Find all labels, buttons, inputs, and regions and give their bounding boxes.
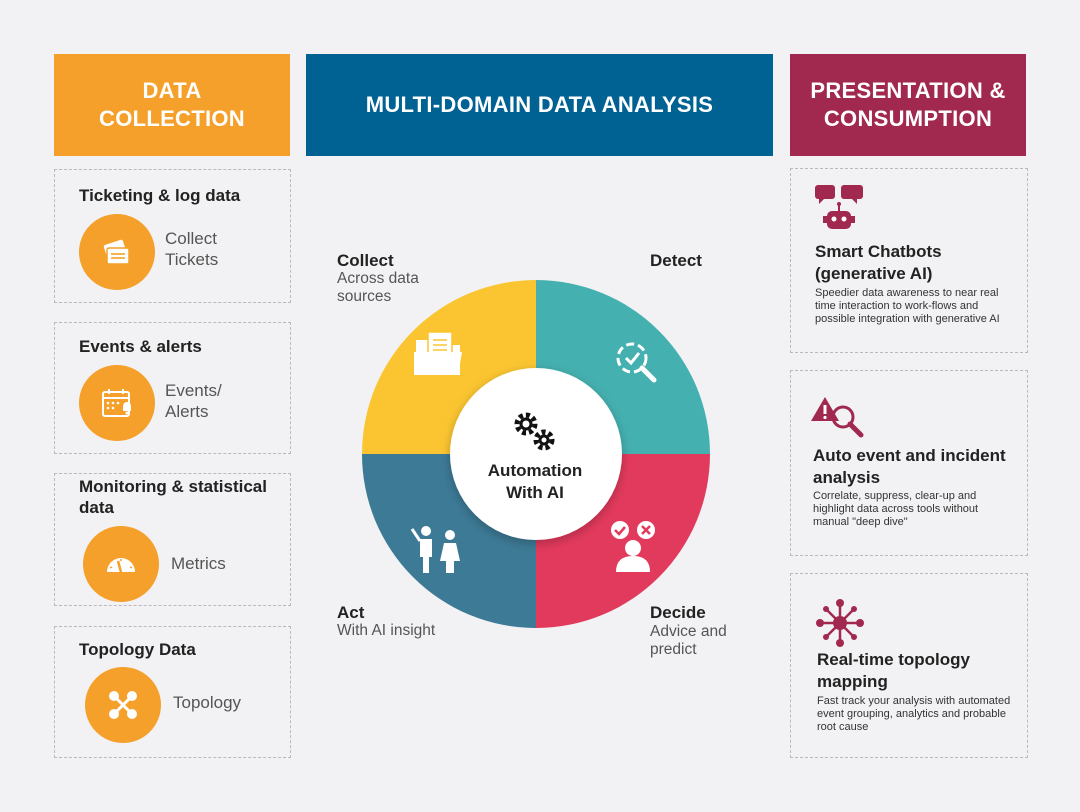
chatbot-icon <box>813 183 867 240</box>
collection-label: Events/ Alerts <box>165 381 222 421</box>
presentation-description: Fast track your analysis with automated … <box>817 695 1011 733</box>
presentation-title: Auto event and incident analysis <box>813 446 1006 487</box>
presentation-header-label: PRESENTATION & CONSUMPTION <box>810 78 1006 131</box>
network-icon <box>815 598 865 653</box>
gauge-icon <box>83 526 159 602</box>
presentation-description: Correlate, suppress, clear-up and highli… <box>813 490 979 528</box>
multi-domain-header-label: MULTI-DOMAIN DATA ANALYSIS <box>365 92 714 117</box>
collect-title: Collect <box>337 251 394 270</box>
detect-title: Detect <box>650 251 702 270</box>
collection-card-events: Events & alerts Events/ Alerts <box>54 322 291 454</box>
presentation-card-incident: Auto event and incident analysis Correla… <box>790 370 1028 556</box>
center-label: Automation With AI <box>487 461 583 502</box>
collection-title: Topology Data <box>79 640 196 659</box>
presentation-title: Smart Chatbots (generative AI) <box>815 242 942 283</box>
gears-icon <box>514 412 555 451</box>
presentation-description: Speedier data awareness to near real tim… <box>815 287 1000 325</box>
data-collection-header: DATA COLLECTION <box>54 54 290 156</box>
presentation-card-chatbots: Smart Chatbots (generative AI) Speedier … <box>790 168 1028 353</box>
center-circle <box>450 368 622 540</box>
act-title: Act <box>337 603 365 622</box>
decide-title: Decide <box>650 603 706 622</box>
collection-title: Ticketing & log data <box>79 186 241 205</box>
calendar-bell-icon <box>79 365 155 441</box>
collection-title: Monitoring & statistical data <box>79 477 267 517</box>
people-icon <box>410 526 460 573</box>
folder-icon <box>414 331 462 375</box>
act-subtitle: With AI insight <box>337 622 436 639</box>
collection-card-ticketing: Ticketing & log data Collect Tickets <box>54 169 291 303</box>
detect-search-icon <box>616 342 657 383</box>
multi-domain-header: MULTI-DOMAIN DATA ANALYSIS <box>306 54 773 156</box>
collection-title: Events & alerts <box>79 337 202 356</box>
presentation-title: Real-time topology mapping <box>817 650 971 691</box>
collection-label: Collect Tickets <box>165 229 219 269</box>
decide-person-icon <box>611 521 655 572</box>
collection-label: Topology <box>173 693 242 712</box>
presentation-header: PRESENTATION & CONSUMPTION <box>790 54 1026 156</box>
topology-icon <box>85 667 161 743</box>
collect-subtitle: Across data sources <box>337 270 419 305</box>
collection-card-monitoring: Monitoring & statistical data Metrics <box>54 473 291 606</box>
automation-cycle-diagram <box>362 280 710 628</box>
collection-label: Metrics <box>171 554 226 573</box>
data-collection-header-label: DATA COLLECTION <box>99 78 245 131</box>
collection-card-topology: Topology Data Topology <box>54 626 291 758</box>
tickets-icon <box>79 214 155 290</box>
decide-subtitle: Advice and predict <box>650 623 727 658</box>
alert-search-icon <box>811 395 867 448</box>
presentation-card-topology: Real-time topology mapping Fast track yo… <box>790 573 1028 758</box>
